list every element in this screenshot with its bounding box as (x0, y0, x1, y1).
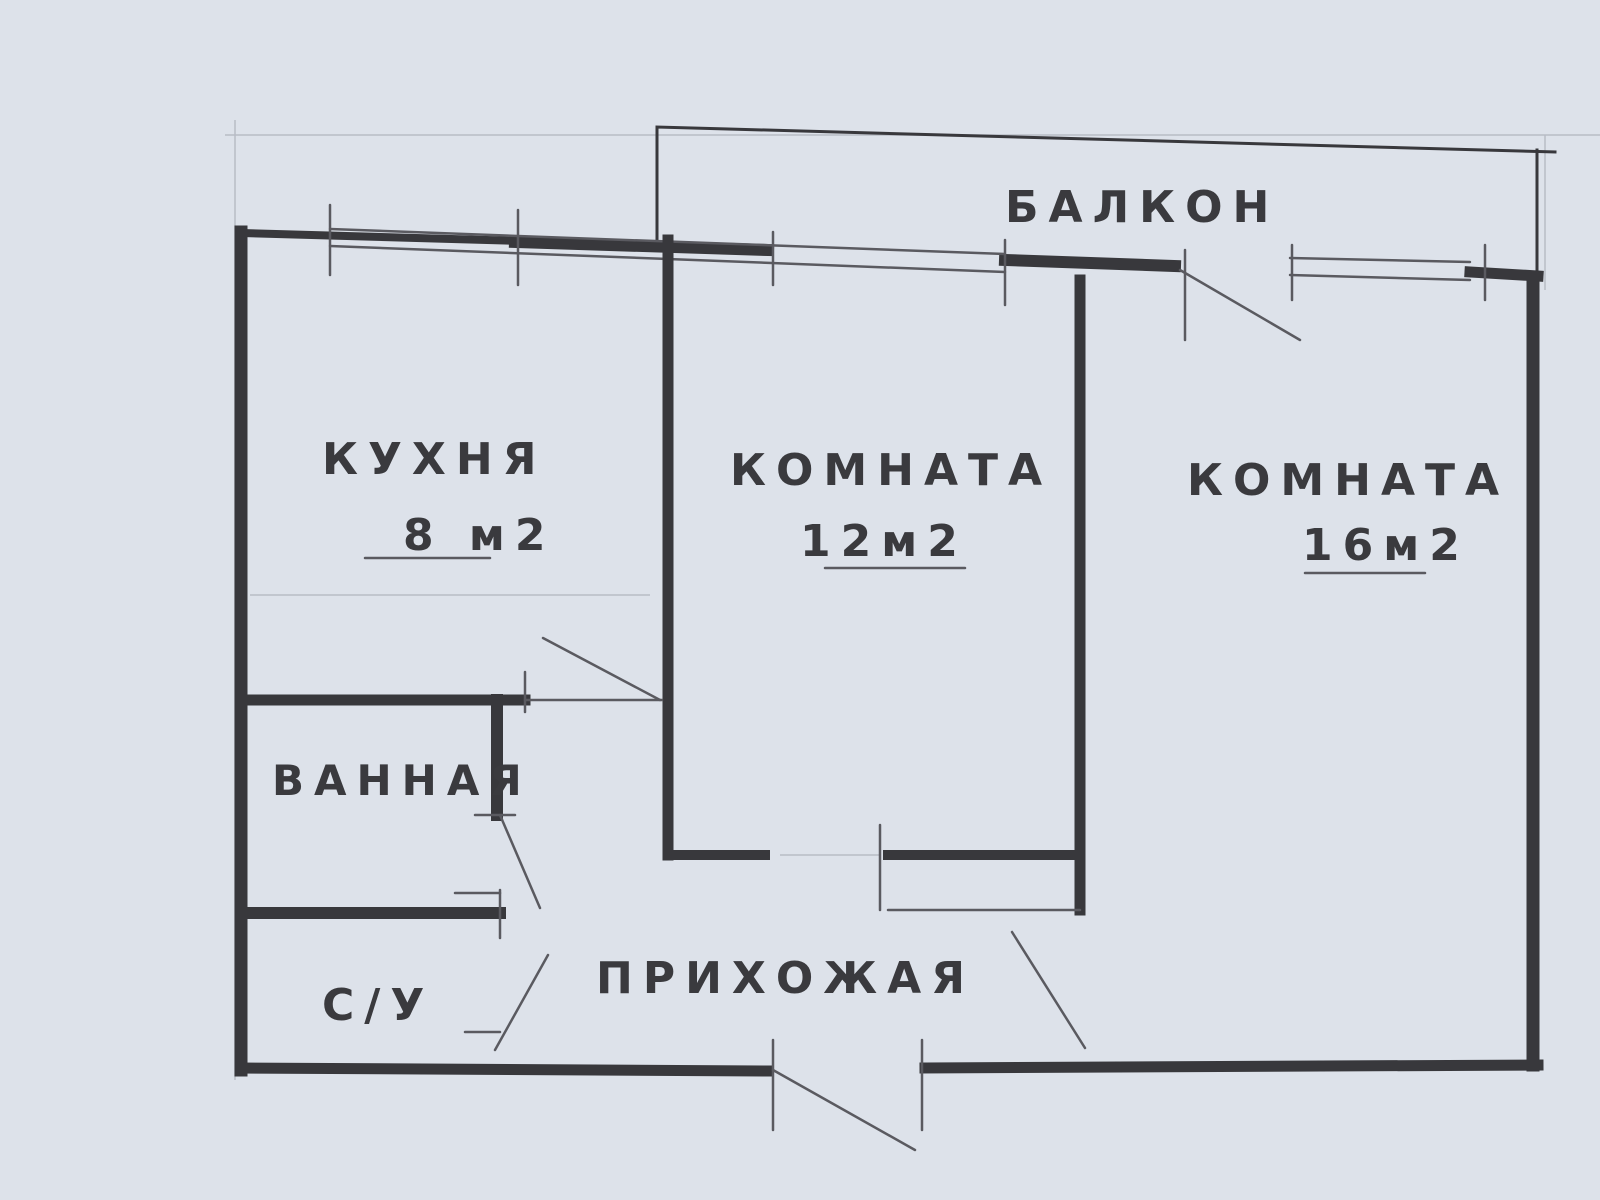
balcony-door-swing (1178, 268, 1302, 342)
kitchen-area: 8 м2 (403, 510, 556, 561)
balcony-label: БАЛКОН (1005, 182, 1279, 233)
bathroom-label: ВАННАЯ (272, 756, 532, 805)
room-16-label: КОМНАТА (1187, 455, 1509, 506)
outer-walls (234, 203, 1544, 1077)
room-12-label: КОМНАТА (730, 445, 1052, 496)
interior-walls (235, 234, 1086, 1034)
room-16-area: 16м2 (1302, 520, 1470, 571)
toilet-label: С/У (322, 980, 434, 1031)
door-swings (493, 636, 1087, 1152)
kitchen-label: КУХНЯ (322, 434, 547, 485)
balcony-outline (655, 125, 1557, 277)
room-12-area: 12м2 (800, 516, 968, 567)
hallway-label: ПРИХОЖАЯ (596, 953, 975, 1004)
